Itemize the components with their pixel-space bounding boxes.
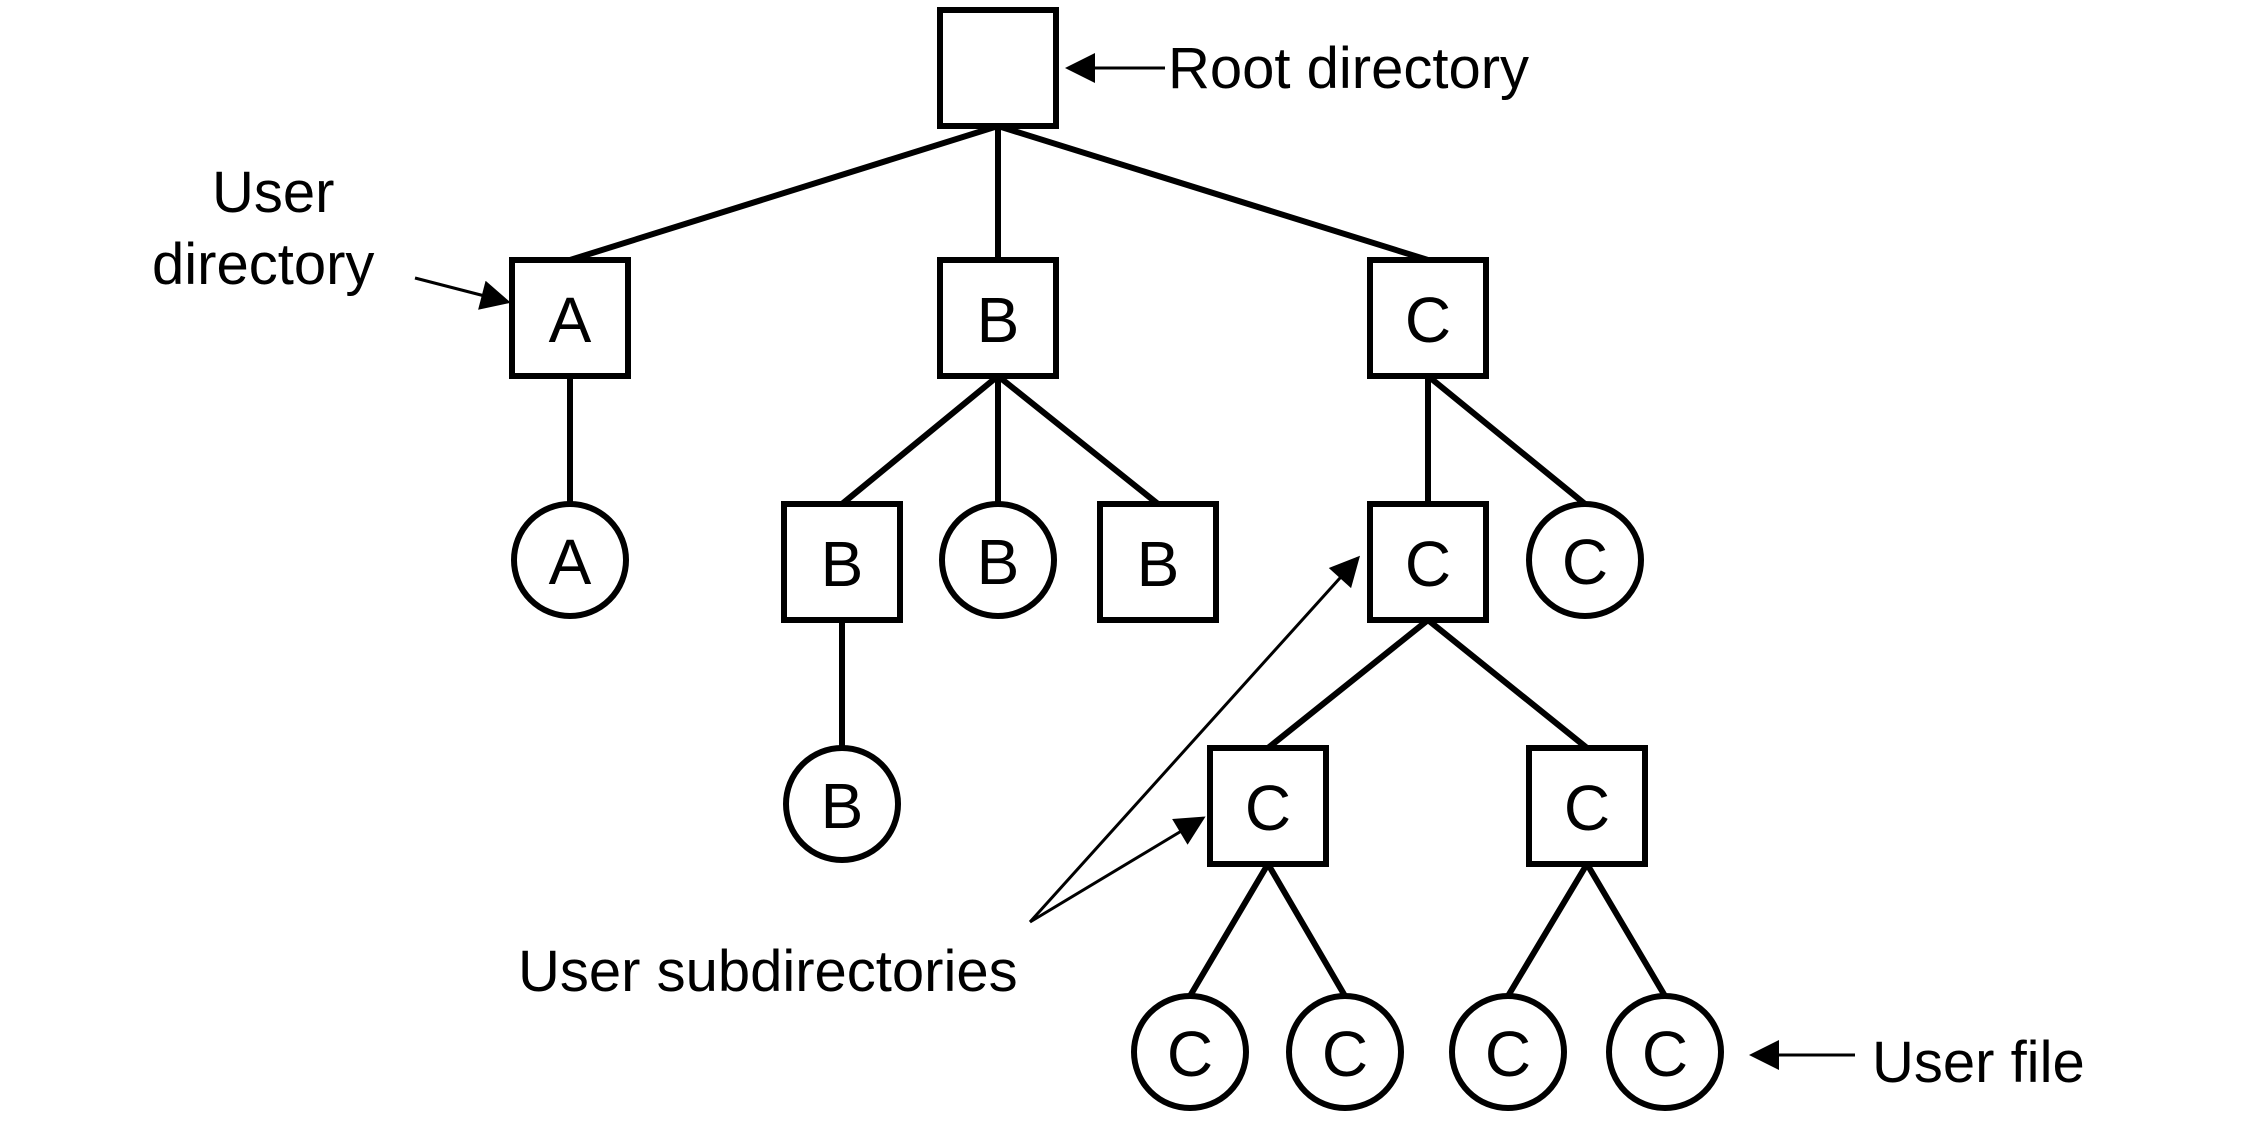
directory-node-a: A bbox=[509, 257, 631, 379]
directory-box bbox=[1367, 501, 1489, 623]
file-node-c-file-1: C bbox=[1131, 993, 1249, 1111]
root-directory-label: Root directory bbox=[1168, 36, 1529, 101]
directory-box bbox=[1097, 501, 1219, 623]
node-label: C bbox=[1405, 528, 1451, 600]
tree-edges bbox=[567, 123, 1668, 999]
node-label: B bbox=[821, 528, 864, 600]
directory-node-b-dir2: B bbox=[1097, 501, 1219, 623]
node-label: C bbox=[1485, 1018, 1531, 1090]
directory-node-c: C bbox=[1367, 257, 1489, 379]
file-node-c-file-4: C bbox=[1606, 993, 1724, 1111]
file-circle bbox=[1449, 993, 1567, 1111]
node-label: B bbox=[977, 284, 1020, 356]
user-subdirectories-arrow-lower bbox=[1029, 816, 1206, 924]
edge-b-to-b-dir2 bbox=[995, 373, 1161, 507]
file-circle bbox=[1526, 501, 1644, 619]
user-directory-label-line2: directory bbox=[152, 232, 374, 297]
user-file-label: User file bbox=[1872, 1030, 2085, 1095]
node-label: C bbox=[1642, 1018, 1688, 1090]
directory-box bbox=[1367, 257, 1489, 379]
file-node-c-file-3: C bbox=[1449, 993, 1567, 1111]
file-node-b-file: B bbox=[939, 501, 1057, 619]
node-label: C bbox=[1322, 1018, 1368, 1090]
file-node-a-file: A bbox=[511, 501, 629, 619]
edge-c-sub-right-to-c-file-3 bbox=[1505, 861, 1590, 999]
file-circle bbox=[1286, 993, 1404, 1111]
node-label: C bbox=[1245, 772, 1291, 844]
directory-box bbox=[1207, 745, 1329, 867]
node-label: C bbox=[1564, 772, 1610, 844]
directory-box bbox=[937, 7, 1059, 129]
node-label: C bbox=[1405, 284, 1451, 356]
file-node-c-file: C bbox=[1526, 501, 1644, 619]
node-label: C bbox=[1167, 1018, 1213, 1090]
root-directory-callout: Root directory bbox=[1065, 36, 1529, 101]
user-directory-callout: User directory bbox=[152, 160, 511, 310]
file-node-c-file-2: C bbox=[1286, 993, 1404, 1111]
edge-c-sub-left-to-c-file-2 bbox=[1265, 861, 1348, 999]
directory-box bbox=[937, 257, 1059, 379]
user-directory-arrow bbox=[414, 276, 511, 310]
node-label: B bbox=[1137, 528, 1180, 600]
edge-c-to-c-file bbox=[1425, 373, 1588, 507]
user-subdirectories-arrow-upper bbox=[1028, 555, 1361, 924]
directory-box bbox=[509, 257, 631, 379]
node-label: A bbox=[549, 526, 592, 598]
directory-node-c-sub-right: C bbox=[1526, 745, 1648, 867]
node-label: B bbox=[821, 770, 864, 842]
node-label: A bbox=[549, 284, 592, 356]
edge-c-sub-to-c-sub-left bbox=[1265, 617, 1431, 751]
directory-node-c-sub-left: C bbox=[1207, 745, 1329, 867]
edge-b-to-b-sub bbox=[839, 373, 1001, 507]
directory-box bbox=[1526, 745, 1648, 867]
file-circle bbox=[1131, 993, 1249, 1111]
tree-nodes: A B C A B B B B C C C C C C C C bbox=[509, 7, 1724, 1111]
user-directory-label-line1: User bbox=[212, 160, 334, 225]
node-label: C bbox=[1562, 526, 1608, 598]
file-circle bbox=[511, 501, 629, 619]
edge-root-to-a bbox=[567, 123, 1001, 263]
node-label: B bbox=[977, 526, 1020, 598]
edge-c-sub-right-to-c-file-4 bbox=[1584, 861, 1668, 999]
file-node-b-sub-file: B bbox=[783, 745, 901, 863]
file-circle bbox=[783, 745, 901, 863]
directory-node-b: B bbox=[937, 257, 1059, 379]
edge-c-sub-left-to-c-file-1 bbox=[1187, 861, 1271, 999]
directory-node-b-sub: B bbox=[781, 501, 903, 623]
directory-node-root bbox=[937, 7, 1059, 129]
user-subdirectories-label: User subdirectories bbox=[518, 939, 1018, 1004]
directory-node-c-sub: C bbox=[1367, 501, 1489, 623]
user-file-callout: User file bbox=[1749, 1030, 2085, 1095]
edge-c-sub-to-c-sub-right bbox=[1425, 617, 1590, 751]
user-subdirectories-callout: User subdirectories bbox=[518, 555, 1361, 1004]
directory-box bbox=[781, 501, 903, 623]
file-circle bbox=[939, 501, 1057, 619]
edge-root-to-c bbox=[995, 123, 1431, 263]
file-circle bbox=[1606, 993, 1724, 1111]
